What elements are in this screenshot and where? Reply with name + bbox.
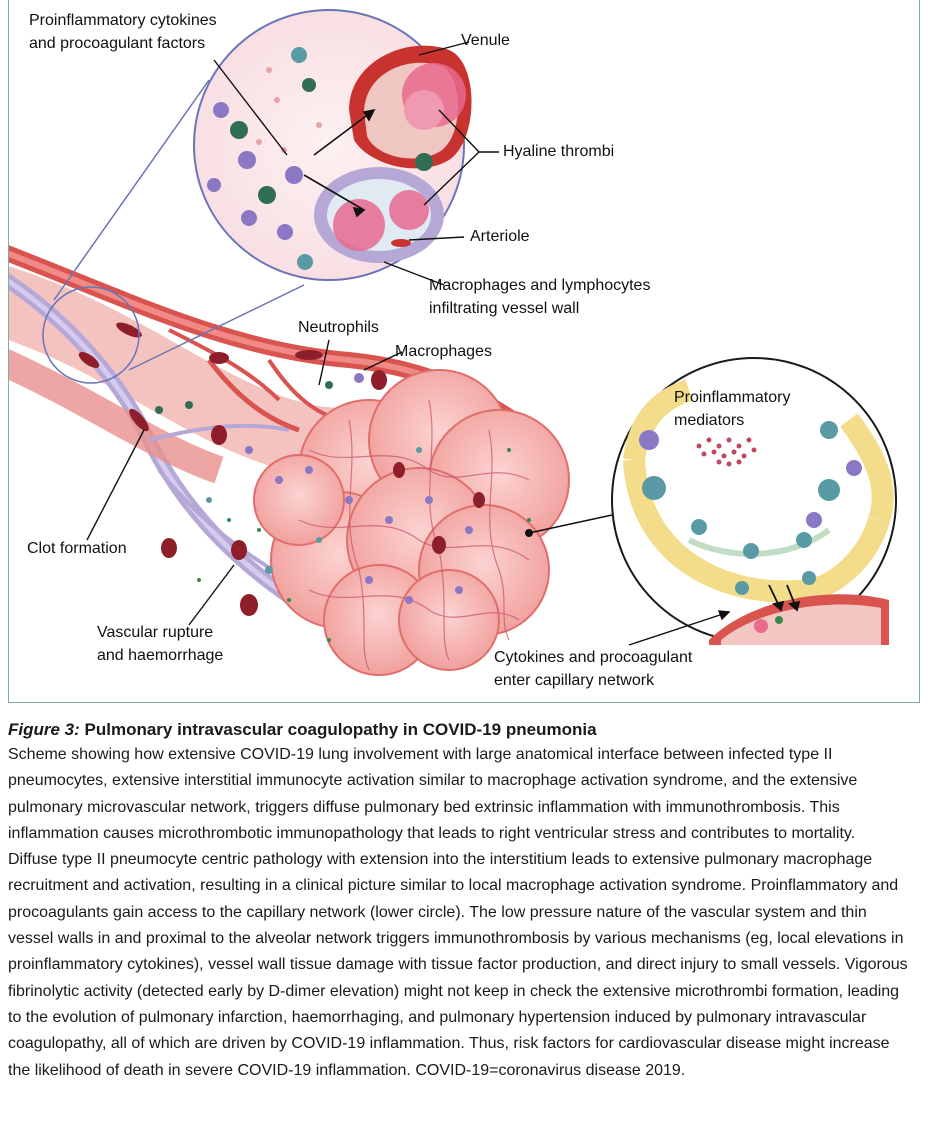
top-inset-circle	[193, 9, 472, 281]
label-enter-capillary-l2: enter capillary network	[494, 672, 655, 689]
label-neutrophils: Neutrophils	[298, 319, 379, 336]
clot-markers	[78, 322, 485, 616]
caption-title-text: Pulmonary intravascular coagulopathy in …	[79, 720, 597, 739]
label-cytokines-top-l1: Proinflammatory cytokines	[29, 12, 217, 29]
label-mediators-l1: Proinflammatory	[674, 389, 791, 406]
alveolar-cluster	[253, 369, 570, 676]
right-inset-circle	[525, 357, 897, 645]
label-clot-formation: Clot formation	[27, 540, 127, 557]
label-enter-capillary-l1: Cytokines and procoagulant	[494, 649, 693, 666]
label-arteriole: Arteriole	[470, 228, 530, 245]
pathophysiology-illustration	[9, 9, 897, 676]
figure-panel: Proinflammatory cytokines and procoagula…	[8, 0, 920, 703]
label-mediators-l2: mediators	[674, 412, 745, 429]
label-rupture-l2: and haemorrhage	[97, 647, 224, 664]
label-macrophages-lymphocytes-l1: Macrophages and lymphocytes	[429, 277, 651, 294]
label-macrophages: Macrophages	[395, 343, 492, 360]
label-hyaline-thrombi: Hyaline thrombi	[503, 143, 615, 160]
label-rupture-l1: Vascular rupture	[97, 624, 214, 641]
label-venule: Venule	[461, 32, 510, 49]
caption-title: Figure 3: Pulmonary intravascular coagul…	[8, 718, 908, 742]
magnifier-lines	[42, 79, 305, 384]
label-macrophages-lymphocytes-l2: infiltrating vessel wall	[429, 300, 580, 317]
label-cytokines-top-l2: and procoagulant factors	[29, 35, 206, 52]
caption-body: Scheme showing how extensive COVID-19 lu…	[8, 746, 908, 1079]
figure-caption: Figure 3: Pulmonary intravascular coagul…	[8, 718, 908, 1084]
label-leaders	[86, 41, 731, 646]
figure-number: Figure 3:	[8, 720, 80, 739]
alveolar-capillaries	[298, 399, 530, 671]
immune-cells-scatter	[155, 373, 531, 642]
